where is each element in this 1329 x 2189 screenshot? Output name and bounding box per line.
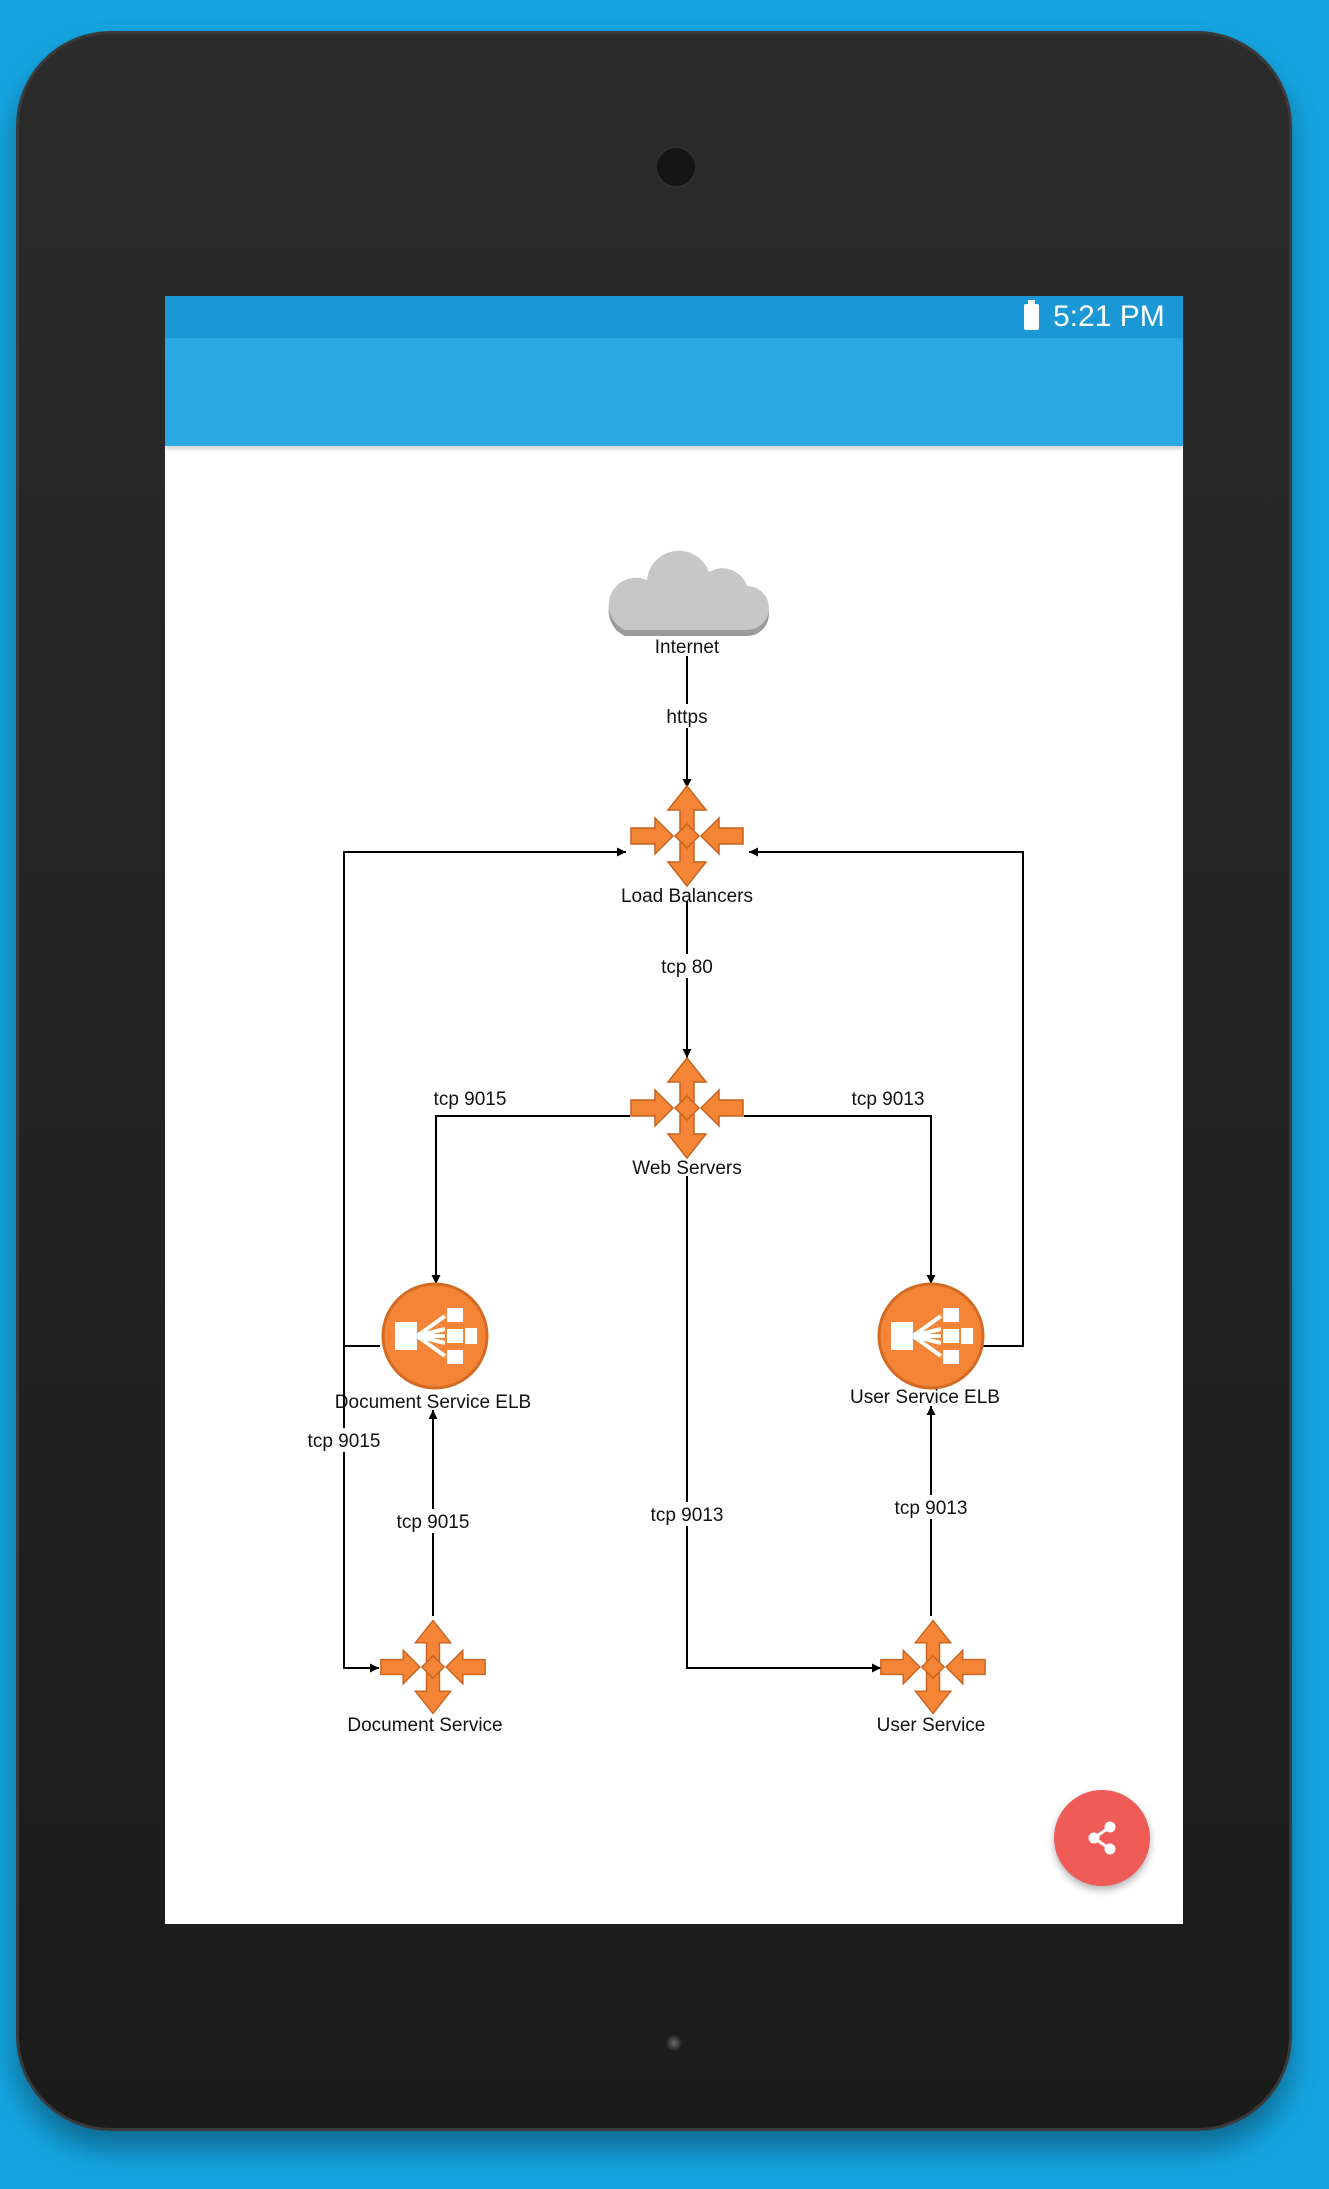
load-balancer-icon	[630, 785, 744, 887]
node-document-service-elb[interactable]: Document Service ELB	[335, 1282, 531, 1413]
elb-icon	[381, 1282, 489, 1390]
screen: 5:21 PM	[165, 296, 1183, 1924]
node-internet[interactable]: Internet	[608, 550, 769, 658]
edge-label-tcp-9013-web-user-service: tcp 9013	[651, 1505, 724, 1526]
node-user-service-elb[interactable]: User Service ELB	[850, 1282, 1000, 1408]
connectors	[343, 656, 1024, 1673]
edge-web-to-doc-elb	[431, 1115, 630, 1284]
edge-label-tcp-9013-user-service: tcp 9013	[895, 1498, 968, 1519]
edge-label-tcp-9015-web-doc: tcp 9015	[434, 1089, 507, 1110]
app-bar	[165, 338, 1183, 446]
share-icon	[1088, 1821, 1116, 1855]
node-label-user-service-elb: User Service ELB	[850, 1387, 1000, 1408]
node-label-web-servers: Web Servers	[632, 1158, 741, 1179]
tablet-frame: 5:21 PM	[16, 31, 1292, 2131]
status-bar: 5:21 PM	[165, 296, 1183, 338]
node-document-service[interactable]: Document Service	[347, 1619, 503, 1736]
edge-doc-elb-to-lb	[343, 847, 626, 1347]
node-label-user-service: User Service	[877, 1715, 986, 1736]
status-time: 5:21 PM	[1053, 300, 1165, 333]
front-camera	[655, 146, 697, 188]
share-button[interactable]	[1054, 1790, 1150, 1886]
home-sensor	[666, 2035, 682, 2051]
node-label-internet: Internet	[655, 637, 720, 658]
document-service-icon	[380, 1619, 486, 1715]
cloud-icon	[608, 550, 769, 636]
edge-user-elb-to-lb	[749, 847, 1024, 1347]
edge-label-tcp-80: tcp 80	[661, 957, 713, 978]
node-web-servers[interactable]: Web Servers	[630, 1057, 744, 1179]
node-load-balancers[interactable]: Load Balancers	[621, 785, 753, 907]
architecture-diagram[interactable]: https tcp 80 tcp 9015 tcp 9013 tcp 9015 …	[165, 296, 1183, 1924]
edge-doc-elb-to-doc-service	[343, 1346, 379, 1673]
node-label-load-balancers: Load Balancers	[621, 886, 753, 907]
edge-web-to-user-service	[686, 1176, 881, 1673]
battery-icon	[1024, 300, 1039, 330]
elb-icon	[877, 1282, 985, 1390]
node-label-document-service: Document Service	[347, 1715, 502, 1736]
edge-label-tcp-9015-doc-service: tcp 9015	[397, 1512, 470, 1533]
user-service-icon	[880, 1619, 986, 1715]
edge-label-tcp-9015-doc-elb: tcp 9015	[308, 1431, 381, 1452]
edge-label-https: https	[666, 707, 707, 728]
web-servers-icon	[630, 1057, 744, 1159]
edge-label-tcp-9013-web-user: tcp 9013	[852, 1089, 925, 1110]
node-user-service[interactable]: User Service	[877, 1619, 986, 1736]
edge-web-to-user-elb	[744, 1115, 936, 1284]
edge-labels: https tcp 80 tcp 9015 tcp 9013 tcp 9015 …	[302, 704, 973, 1533]
node-label-document-service-elb: Document Service ELB	[335, 1392, 531, 1413]
